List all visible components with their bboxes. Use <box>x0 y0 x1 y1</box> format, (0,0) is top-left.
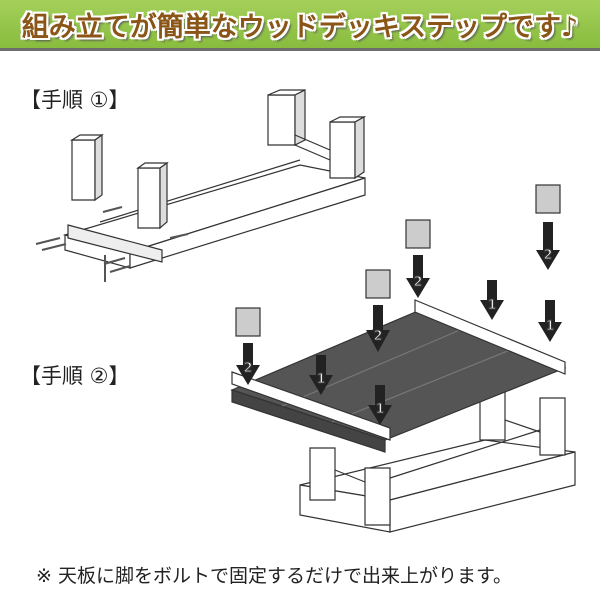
step1-label: 【手順 ①】 <box>20 88 130 112</box>
step2-leg-caps <box>235 184 561 337</box>
banner-title: 組み立てが簡単なウッドデッキステップです♪ <box>21 11 579 43</box>
title-banner: 組み立てが簡単なウッドデッキステップです♪ <box>0 0 600 51</box>
arrow-label: 2 <box>413 275 422 290</box>
arrow-label: 1 <box>316 372 325 387</box>
step1-loose-legs <box>35 133 189 282</box>
arrow-label: 1 <box>487 298 496 313</box>
step2-tabletop <box>230 299 567 453</box>
step1-frame <box>62 89 367 269</box>
arrow-label: 1 <box>375 402 384 417</box>
step2-arrows <box>236 222 562 425</box>
arrow-label: 1 <box>545 319 554 334</box>
step2-label: 【手順 ②】 <box>20 364 130 388</box>
arrow-label: 2 <box>373 329 382 344</box>
assembly-note: ※ 天板に脚をボルトで固定するだけで出来上がります。 <box>36 565 513 587</box>
arrow-label: 2 <box>543 248 552 263</box>
step2-frame <box>299 377 576 533</box>
arrow-label: 2 <box>243 361 252 376</box>
